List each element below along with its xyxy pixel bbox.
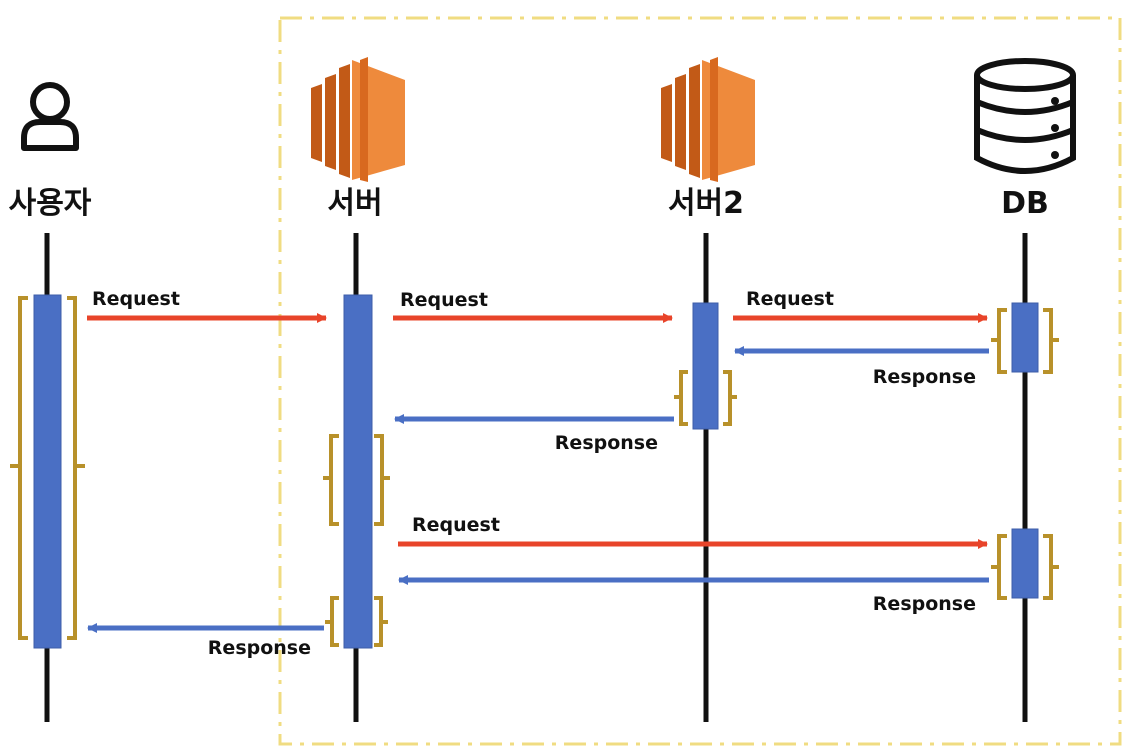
- participant-label-db: DB: [1001, 186, 1049, 221]
- activation-db-1: [1011, 302, 1039, 373]
- participant-label-server: 서버: [327, 186, 382, 221]
- message-label: Request: [412, 514, 500, 536]
- user-icon: [21, 82, 79, 151]
- brackets: [10, 296, 1059, 647]
- message-label: Response: [873, 366, 976, 388]
- message-label: Request: [746, 288, 834, 310]
- server2-icon: [661, 57, 755, 182]
- server-icon: [311, 57, 405, 182]
- backend-boundary: [278, 16, 1122, 746]
- message-label: Request: [400, 289, 488, 311]
- activation-server2: [692, 302, 719, 430]
- message-label: Response: [208, 637, 311, 659]
- participant-label-user: 사용자: [9, 186, 92, 221]
- message-label: Response: [873, 593, 976, 615]
- database-icon: [974, 58, 1076, 174]
- activation-db-2: [1011, 528, 1039, 599]
- message-label: Response: [555, 432, 658, 454]
- activation-user: [33, 294, 62, 649]
- participant-label-server2: 서버2: [668, 186, 744, 221]
- activation-server: [343, 294, 373, 649]
- message-label: Request: [92, 288, 180, 310]
